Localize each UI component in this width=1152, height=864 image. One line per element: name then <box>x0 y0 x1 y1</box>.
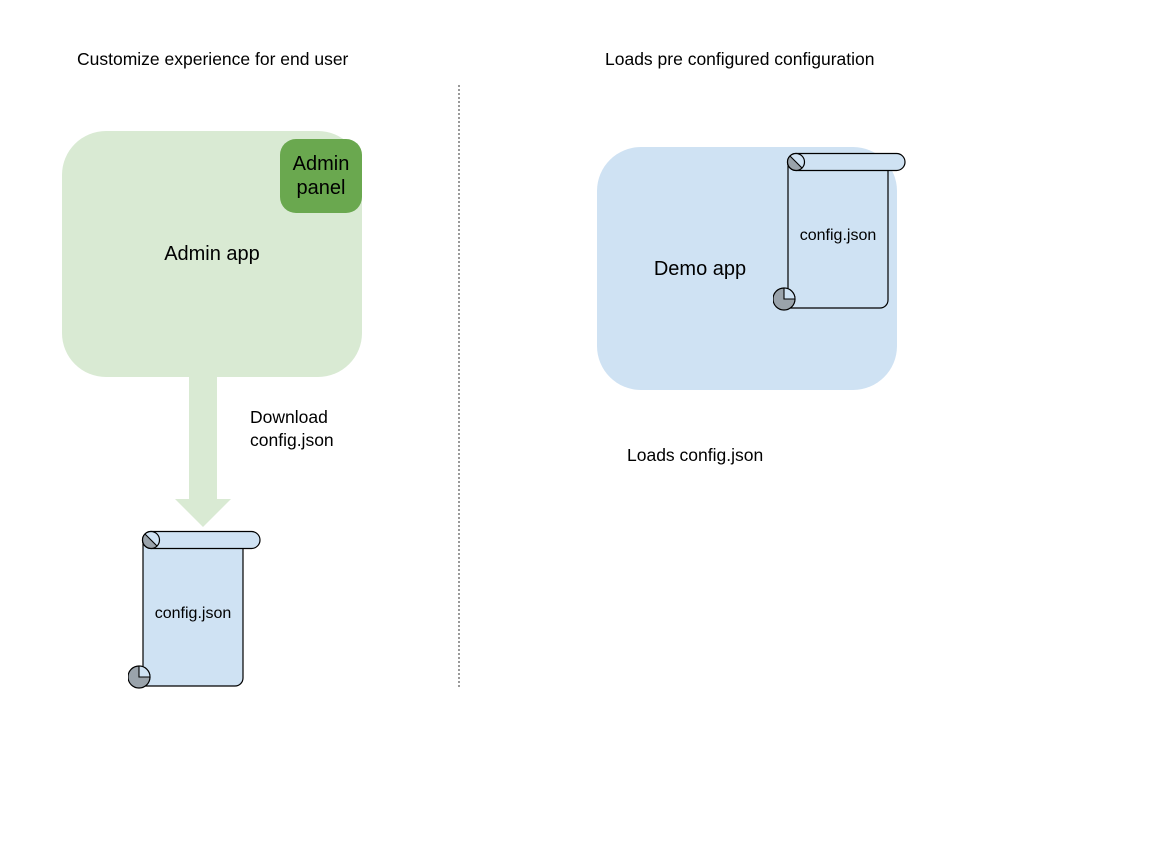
section-divider-line <box>458 85 460 687</box>
admin-app-label: Admin app <box>164 243 260 265</box>
scroll-icon <box>772 152 906 311</box>
download-arrow-icon <box>175 377 231 527</box>
download-config-note: Download config.json <box>250 407 334 450</box>
right-section-title: Loads pre configured configuration <box>605 49 875 69</box>
left-section-title: Customize experience for end user <box>77 49 349 69</box>
admin-panel-box: Admin panel <box>280 139 362 213</box>
config-json-label-right: config.json <box>799 227 877 244</box>
config-json-label-left: config.json <box>154 605 232 622</box>
demo-app-label-wrap: Demo app <box>597 147 803 390</box>
scroll-icon <box>127 530 261 689</box>
arrow-shape <box>175 377 231 527</box>
config-scroll-right: config.json <box>772 152 907 312</box>
loads-config-note: Loads config.json <box>627 445 764 465</box>
config-scroll-left: config.json <box>127 530 262 690</box>
admin-panel-label: Admin panel <box>292 153 350 199</box>
demo-app-label: Demo app <box>653 257 747 280</box>
